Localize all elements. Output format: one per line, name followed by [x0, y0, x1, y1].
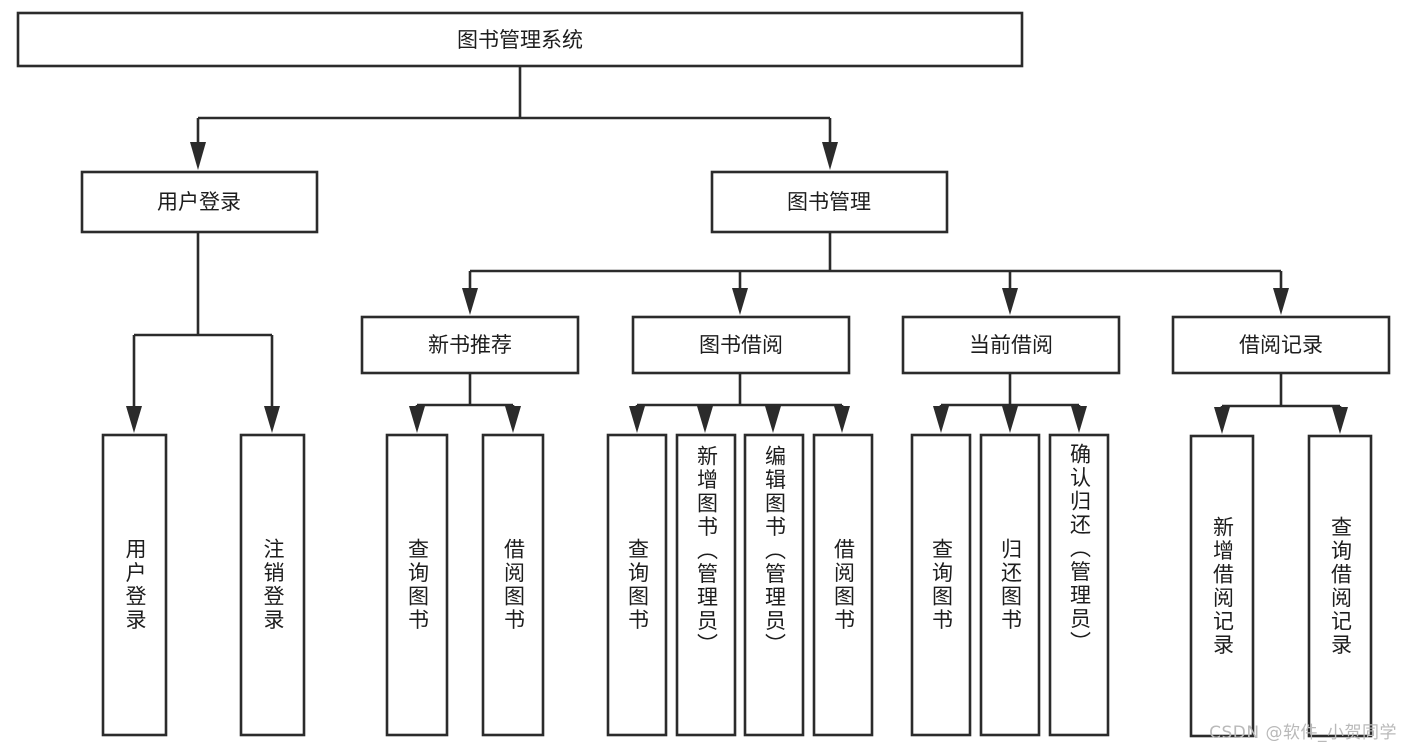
arrow-head-icon — [834, 406, 850, 433]
node-label: 借阅记录 — [1239, 333, 1323, 357]
arrow-head-icon — [462, 288, 478, 315]
connector-group-user-login — [126, 232, 280, 433]
arrow-head-icon — [264, 406, 280, 433]
leaf-box-borrow-record-1[interactable] — [1189, 434, 1255, 738]
arrow-head-icon — [1071, 406, 1087, 433]
connector-group-current-borrow — [933, 373, 1087, 433]
connector-group-new-book-recommend — [409, 373, 521, 433]
node-box — [710, 170, 949, 234]
connector-group-book-manage — [462, 232, 1289, 315]
node-box — [901, 315, 1121, 375]
arrow-head-icon — [1273, 288, 1289, 315]
arrow-head-icon — [126, 406, 142, 433]
leaf-box-current-borrow-2[interactable] — [979, 433, 1041, 737]
arrow-head-icon — [732, 288, 748, 315]
leaf-box-user-login-2[interactable] — [239, 433, 306, 737]
leaf-box-user-login-1[interactable] — [101, 433, 168, 737]
leaf-box-new-book-1[interactable] — [385, 433, 449, 737]
node-book-borrow[interactable]: 图书借阅 — [631, 315, 851, 375]
arrow-head-icon — [822, 142, 838, 170]
arrow-head-icon — [190, 142, 206, 170]
node-borrow-record[interactable]: 借阅记录 — [1171, 315, 1391, 375]
arrow-head-icon — [505, 406, 521, 433]
node-label: 用户登录 — [157, 190, 241, 214]
node-label: 图书管理系统 — [457, 28, 583, 52]
arrow-head-icon — [933, 406, 949, 433]
watermark-text: CSDN @软件_小贺同学 — [1209, 723, 1397, 743]
node-box — [16, 11, 1024, 68]
arrow-head-icon — [697, 406, 713, 433]
leaf-box-borrow-record-2[interactable] — [1307, 434, 1373, 738]
leaf-box-current-borrow-1[interactable] — [910, 433, 972, 737]
node-box — [631, 315, 851, 375]
node-new-book-recommend[interactable]: 新书推荐 — [360, 315, 580, 375]
node-label: 新书推荐 — [428, 333, 512, 357]
arrow-head-icon — [629, 406, 645, 433]
node-box — [80, 170, 319, 234]
leaf-box-book-borrow-3[interactable] — [743, 433, 805, 737]
node-current-borrow[interactable]: 当前借阅 — [901, 315, 1121, 375]
node-user-login[interactable]: 用户登录 — [80, 170, 319, 234]
leaf-box-new-book-2[interactable] — [481, 433, 545, 737]
leaf-box-current-borrow-3[interactable] — [1048, 433, 1110, 737]
connector-group-book-borrow — [629, 373, 850, 433]
leaf-box-book-borrow-2[interactable] — [675, 433, 737, 737]
node-book-management[interactable]: 图书管理 — [710, 170, 949, 234]
arrow-head-icon — [1214, 407, 1230, 434]
arrow-head-icon — [765, 406, 781, 433]
node-box — [1171, 315, 1391, 375]
node-box — [360, 315, 580, 375]
node-label: 图书借阅 — [699, 333, 783, 357]
arrow-head-icon — [1002, 406, 1018, 433]
leaf-box-book-borrow-1[interactable] — [606, 433, 668, 737]
arrow-head-icon — [409, 406, 425, 433]
node-label: 当前借阅 — [969, 333, 1053, 357]
leaf-box-book-borrow-4[interactable] — [812, 433, 874, 737]
connector-group-root — [190, 66, 838, 170]
arrow-head-icon — [1002, 288, 1018, 315]
connector-group-borrow-record — [1214, 373, 1348, 434]
node-label: 图书管理 — [787, 190, 871, 214]
node-root-book-management-system[interactable]: 图书管理系统 — [16, 11, 1024, 68]
arrow-head-icon — [1332, 407, 1348, 434]
